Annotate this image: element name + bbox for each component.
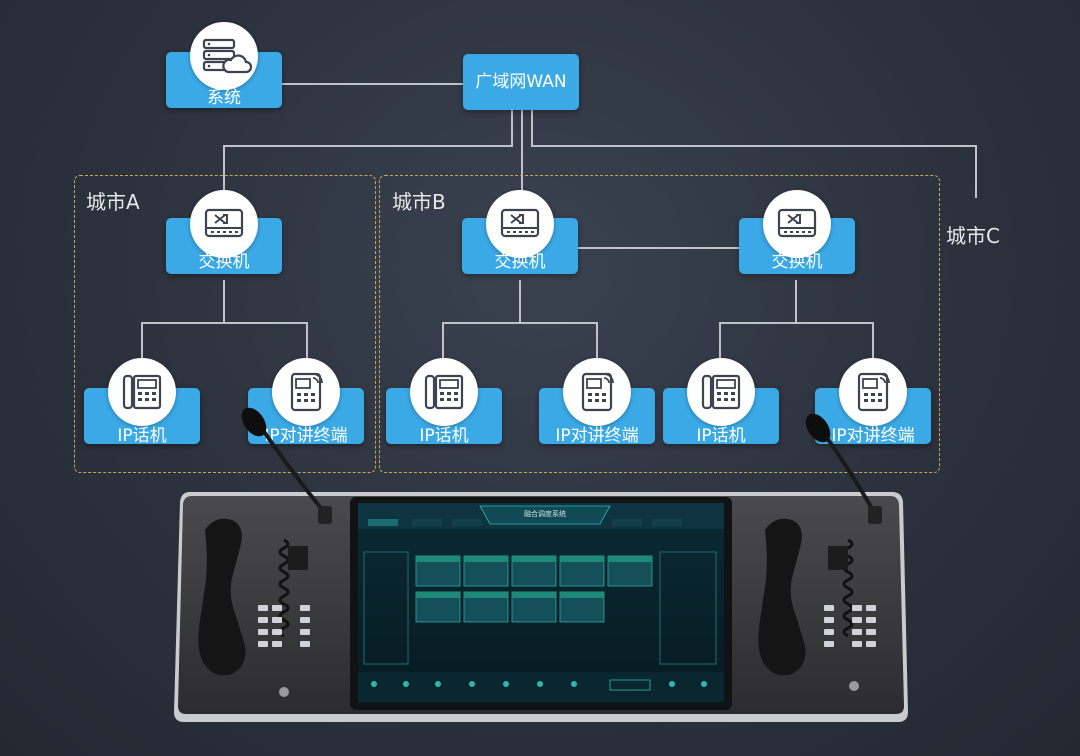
- city-a-box: [74, 175, 376, 473]
- system-icon-circle: [190, 22, 258, 90]
- intercom-icon-circle: [563, 358, 631, 426]
- server-cloud-icon: [202, 38, 253, 74]
- intercom-icon: [290, 372, 323, 412]
- intercom-icon-circle: [272, 358, 340, 426]
- switch-node-a: 交换机: [166, 190, 282, 280]
- intercom-label: IP对讲终端: [555, 426, 639, 446]
- ip-phone-icon-circle: [687, 358, 755, 426]
- switch-label: 交换机: [198, 252, 250, 272]
- city-c-label: 城市C: [946, 224, 1000, 248]
- switch-node-b2: 交换机: [739, 190, 855, 280]
- ip-phone-node-b1: IP话机: [386, 358, 502, 448]
- switch-icon: [500, 208, 540, 238]
- intercom-icon-circle: [839, 358, 907, 426]
- console-screen-title: 融合调度系统: [524, 510, 566, 518]
- desk-phone-icon: [122, 374, 162, 410]
- city-b-label: 城市B: [392, 190, 446, 214]
- switch-label: 交换机: [771, 252, 823, 272]
- city-a-label: 城市A: [86, 190, 140, 214]
- ip-phone-icon-circle: [108, 358, 176, 426]
- ip-phone-icon-circle: [410, 358, 478, 426]
- intercom-icon: [857, 372, 890, 412]
- system-label: 系统: [207, 88, 241, 108]
- switch-node-b1: 交换机: [462, 190, 578, 280]
- switch-icon-circle: [763, 190, 831, 258]
- intercom-icon: [581, 372, 614, 412]
- intercom-node-b1: IP对讲终端: [539, 358, 655, 448]
- intercom-node-b2: IP对讲终端: [815, 358, 931, 448]
- intercom-node-a: IP对讲终端: [248, 358, 364, 448]
- system-node: 系统: [166, 22, 282, 112]
- desk-phone-icon: [701, 374, 741, 410]
- ip-phone-label: IP话机: [117, 426, 167, 446]
- switch-icon-circle: [190, 190, 258, 258]
- intercom-label: IP对讲终端: [831, 426, 915, 446]
- switch-icon: [777, 208, 817, 238]
- switch-icon: [204, 208, 244, 238]
- ip-phone-node-a: IP话机: [84, 358, 200, 448]
- intercom-label: IP对讲终端: [264, 426, 348, 446]
- switch-label: 交换机: [494, 252, 546, 272]
- wan-node: 广域网WAN: [463, 54, 579, 110]
- ip-phone-node-b2: IP话机: [663, 358, 779, 448]
- desk-phone-icon: [424, 374, 464, 410]
- ip-phone-label: IP话机: [696, 426, 746, 446]
- ip-phone-label: IP话机: [419, 426, 469, 446]
- switch-icon-circle: [486, 190, 554, 258]
- city-b-box: [379, 175, 940, 473]
